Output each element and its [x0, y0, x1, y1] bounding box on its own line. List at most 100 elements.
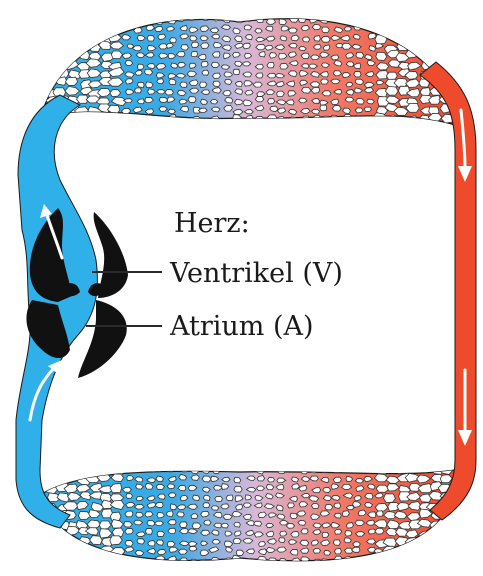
bottom-capillary-cell [55, 465, 65, 474]
bottom-capillary-cell [311, 503, 319, 508]
bottom-capillary-cell [333, 477, 341, 483]
bottom-capillary-cell [203, 495, 210, 500]
top-capillary-cell [35, 95, 47, 103]
bottom-capillary-cell [110, 512, 121, 521]
top-capillary-cell [87, 24, 100, 33]
top-capillary-cell [406, 17, 418, 25]
bottom-capillary-cell [429, 528, 442, 537]
bottom-capillary-cell [288, 503, 295, 508]
top-capillary-cell [191, 51, 198, 56]
bottom-capillary-cell [156, 484, 164, 489]
top-capillary-cell [31, 25, 44, 34]
top-capillary-cell [365, 19, 373, 24]
top-capillary-cell [255, 29, 262, 34]
bottom-capillary-cell [268, 477, 275, 482]
top-capillary-cell [384, 25, 396, 34]
top-capillary-cell [394, 35, 409, 44]
top-capillary-cell [256, 73, 263, 78]
top-capillary-cell [355, 18, 363, 23]
top-capillary-cell [165, 90, 174, 96]
bottom-capillary-cell [355, 520, 365, 525]
bottom-capillary-cell [342, 511, 349, 517]
top-capillary-cell [127, 44, 134, 48]
bottom-capillary-cell [428, 554, 442, 563]
atrium-label: Atrium (A) [169, 311, 314, 342]
top-capillary-cell [302, 87, 311, 93]
bottom-capillary-cell [430, 548, 441, 556]
top-capillary-cell [64, 16, 79, 24]
bottom-capillary-cell [245, 466, 255, 471]
bottom-capillary-cell [279, 538, 286, 543]
bottom-capillary-cell [438, 528, 451, 537]
top-capillary-cell [156, 117, 164, 122]
top-capillary-cell [288, 28, 297, 33]
bottom-capillary-cell [97, 555, 111, 564]
bottom-capillary-cell [179, 522, 187, 528]
top-capillary-cell [355, 108, 363, 113]
top-capillary-cell [440, 59, 455, 67]
bottom-capillary-cell [277, 468, 284, 473]
top-capillary-cell [58, 14, 70, 23]
top-capillary-cell [441, 25, 454, 34]
top-capillary-cell [33, 68, 47, 76]
top-capillary-cell [301, 53, 309, 58]
bottom-capillary-cell [177, 512, 185, 517]
bottom-capillary-cell [202, 476, 211, 482]
bottom-capillary-cell [47, 536, 59, 545]
bottom-capillary-cell [384, 494, 396, 503]
top-capillary-cell [356, 52, 364, 58]
top-capillary-cell [200, 82, 207, 87]
top-capillary-cell [169, 79, 176, 84]
bottom-capillary-cell [291, 466, 300, 471]
top-capillary-cell [235, 81, 242, 86]
bottom-capillary-cell [286, 523, 294, 528]
top-capillary-cell [202, 70, 209, 75]
top-capillary-cell [46, 16, 57, 24]
top-capillary-cell [441, 53, 456, 62]
top-capillary-cell [377, 26, 389, 35]
bottom-capillary-cell [55, 555, 70, 564]
top-capillary-cell [298, 17, 305, 23]
bottom-capillary-cell [136, 512, 144, 517]
bottom-capillary-cell [168, 493, 176, 498]
bottom-capillary-cell [407, 464, 420, 473]
top-capillary-cell [420, 88, 430, 96]
bottom-capillary-cell [192, 523, 201, 529]
top-capillary-cell [109, 16, 122, 24]
top-capillary-cell [76, 18, 88, 26]
top-capillary-cell [356, 99, 365, 105]
bottom-capillary-cell [385, 555, 397, 563]
top-capillary-cell [89, 117, 104, 125]
bottom-capillary-cell [428, 539, 442, 547]
top-capillary-cell [146, 15, 154, 20]
bottom-capillary-cell [125, 541, 133, 547]
top-capillary-cell [314, 36, 321, 42]
top-capillary-cell [58, 52, 70, 60]
top-capillary-cell [133, 18, 143, 24]
top-capillary-cell [188, 97, 196, 103]
arterial-vessel [420, 62, 476, 520]
bottom-capillary-cell [233, 538, 241, 543]
top-capillary-cell [192, 117, 201, 122]
bottom-capillary-cell [42, 476, 58, 484]
bottom-capillary-cell [226, 495, 233, 501]
bottom-capillary-cell [48, 465, 60, 473]
top-capillary-cell [68, 42, 81, 51]
top-capillary-cell [46, 35, 59, 42]
top-capillary-cell [67, 23, 79, 31]
bottom-capillary-cell [280, 531, 287, 536]
bottom-capillary-cell [333, 540, 340, 545]
bottom-capillary-cell [342, 484, 352, 489]
top-capillary-cell [365, 118, 373, 124]
bottom-capillary-cell [80, 466, 92, 474]
top-capillary-cell [266, 19, 275, 24]
top-capillary-cell [145, 69, 153, 75]
bottom-capillary-cell [69, 555, 80, 564]
top-capillary-cell [354, 72, 361, 77]
bottom-capillary-cell [45, 546, 57, 554]
bottom-capillary-cell [442, 519, 452, 527]
top-capillary-cell [170, 38, 177, 43]
top-capillary-cell [422, 26, 434, 35]
bottom-capillary-cell [313, 559, 322, 564]
